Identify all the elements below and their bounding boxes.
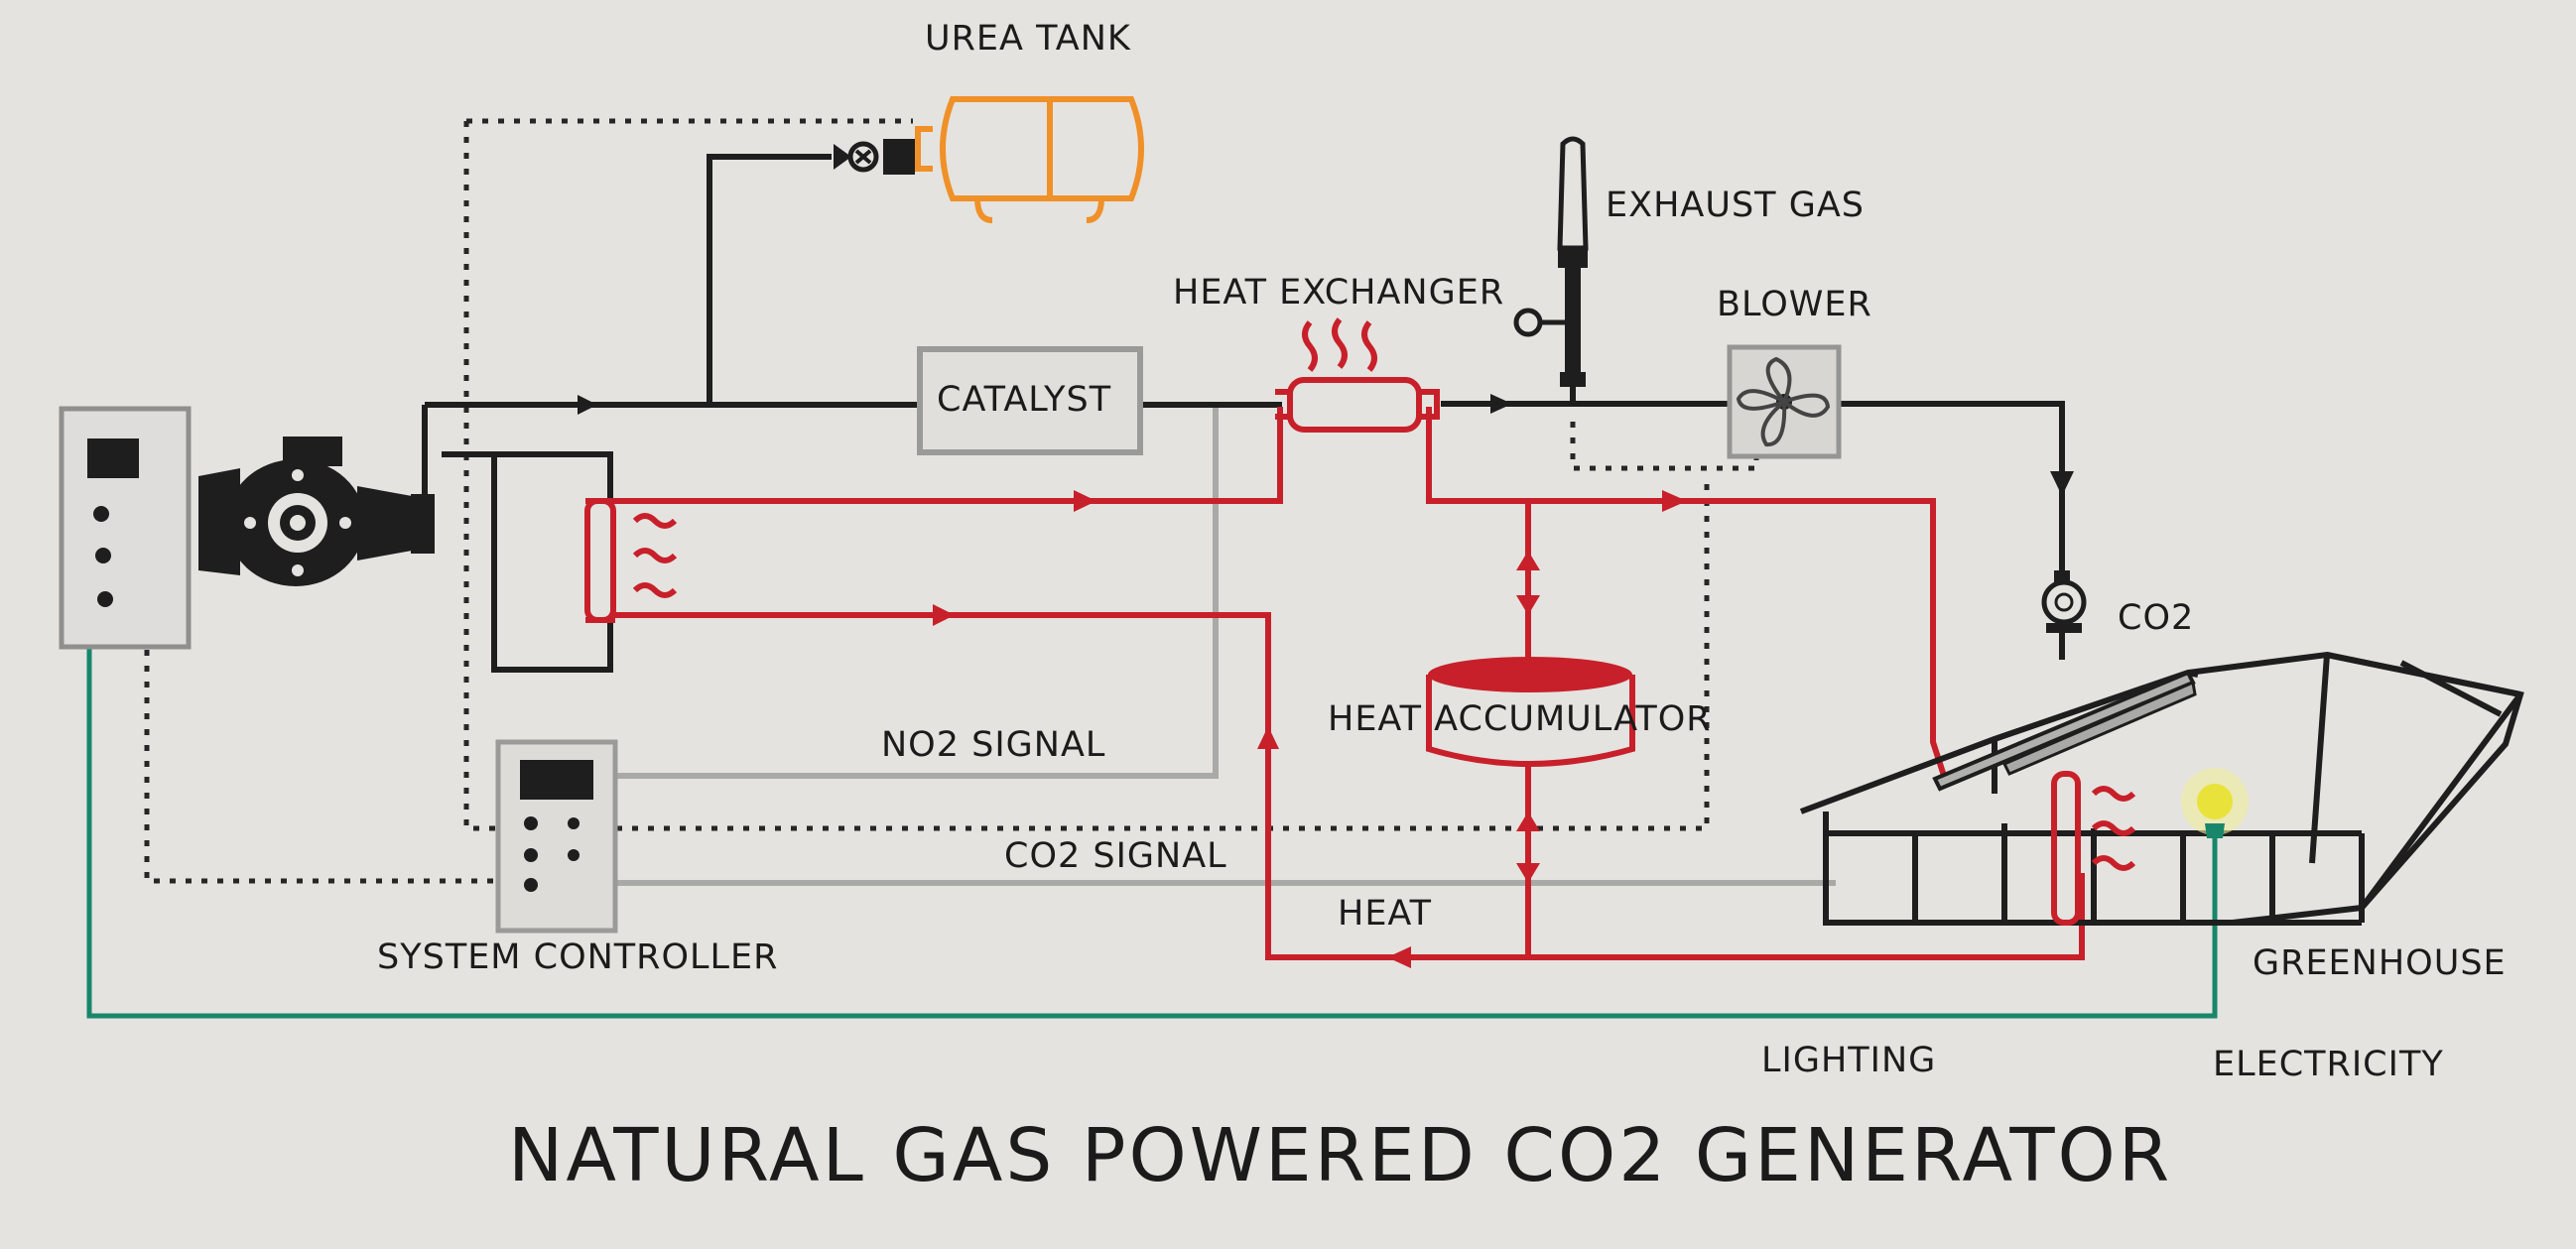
heat-loop	[610, 407, 2085, 968]
label-system-controller: SYSTEM CONTROLLER	[377, 937, 778, 977]
label-no2-signal: NO2 SIGNAL	[881, 725, 1105, 765]
label-blower: BLOWER	[1717, 285, 1872, 324]
engine-icon	[198, 437, 435, 586]
label-urea-tank: UREA TANK	[925, 19, 1131, 59]
labels: UREA TANK EXHAUST GAS HEAT EXCHANGER BLO…	[377, 19, 2507, 1198]
gas-pipes	[422, 154, 2074, 673]
label-heat-exchanger: HEAT EXCHANGER	[1173, 273, 1504, 312]
label-greenhouse: GREENHOUSE	[2253, 943, 2507, 983]
heat-waves-icon	[1302, 317, 1377, 372]
main-heat-exchanger	[1275, 317, 1440, 433]
flow-arrow-icon	[933, 604, 955, 626]
flow-meter-icon	[2041, 570, 2087, 633]
engine-heat-exchanger	[584, 498, 678, 623]
urea-tank-icon	[915, 96, 1144, 223]
label-co2: CO2	[2118, 598, 2194, 638]
label-catalyst: CATALYST	[937, 380, 1111, 420]
flow-arrow-icon	[1490, 394, 1512, 414]
diagram-title: NATURAL GAS POWERED CO2 GENERATOR	[508, 1113, 2172, 1198]
label-electricity: ELECTRICITY	[2213, 1045, 2444, 1084]
fan-icon	[1727, 344, 1842, 459]
flow-arrow-icon	[1257, 726, 1279, 749]
valve-icon	[834, 139, 915, 175]
system-controller-icon	[495, 739, 618, 934]
flow-arrow-icon	[578, 395, 597, 415]
heat-accumulator-tank	[1426, 657, 1635, 767]
label-co2-signal: CO2 SIGNAL	[1004, 836, 1227, 876]
chimney-icon	[1513, 136, 1589, 387]
catalyst-box	[917, 346, 1143, 455]
flow-arrow-icon	[1387, 946, 1411, 968]
label-heat-accumulator: HEAT ACCUMULATOR	[1328, 699, 1712, 739]
heat-waves-icon	[2091, 786, 2136, 871]
lamp-icon	[2181, 768, 2249, 838]
generator-cabinet-icon	[59, 406, 192, 650]
flow-arrow-icon	[1074, 490, 1096, 512]
greenhouse-heater	[2051, 771, 2136, 926]
signal-lines	[615, 407, 1836, 886]
label-exhaust-gas: EXHAUST GAS	[1606, 186, 1865, 225]
label-lighting: LIGHTING	[1761, 1041, 1936, 1080]
flow-arrow-icon	[2050, 471, 2074, 496]
flow-arrow-icon	[1662, 490, 1687, 512]
heat-waves-icon	[632, 513, 678, 598]
greenhouse-icon	[1799, 651, 2524, 926]
label-heat: HEAT	[1338, 894, 1432, 934]
